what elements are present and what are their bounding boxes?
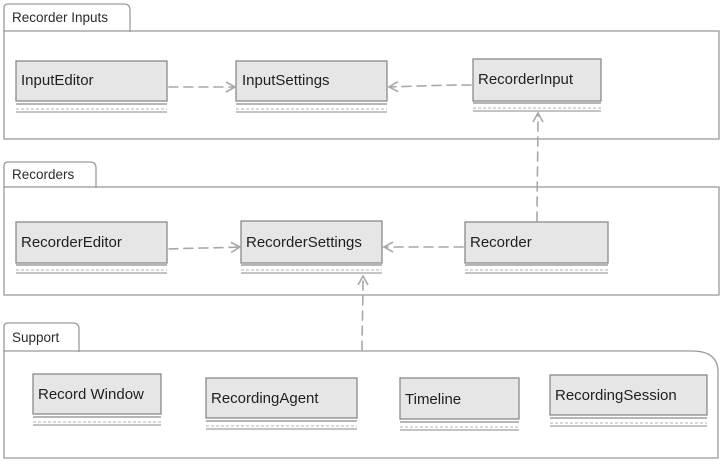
- class-label: RecorderSettings: [246, 234, 362, 251]
- package-frame: [3, 350, 719, 459]
- package-tab: [3, 322, 80, 352]
- dependency-arrow-support-recordersettings: [357, 274, 369, 351]
- class-recorder-editor[interactable]: RecorderEditor: [15, 221, 168, 274]
- package-support: Support: [3, 322, 719, 459]
- package-tab: [3, 161, 97, 188]
- package-frame: [3, 30, 720, 140]
- package-tab: [3, 3, 131, 32]
- class-label: InputEditor: [21, 72, 94, 89]
- class-label: Timeline: [405, 391, 461, 408]
- class-label: Recorder: [470, 234, 532, 251]
- class-recorder-settings[interactable]: RecorderSettings: [240, 220, 383, 274]
- package-frame: [3, 186, 720, 296]
- class-input-settings[interactable]: InputSettings: [235, 60, 388, 113]
- class-recording-agent[interactable]: RecordingAgent: [205, 377, 358, 430]
- package-label: Recorders: [12, 167, 75, 182]
- class-label: RecordingAgent: [211, 390, 319, 407]
- class-input-editor[interactable]: InputEditor: [15, 60, 168, 113]
- class-record-window[interactable]: Record Window: [32, 373, 162, 426]
- class-label: Record Window: [38, 386, 144, 403]
- package-label: Recorder Inputs: [12, 10, 108, 25]
- class-label: InputSettings: [242, 72, 330, 89]
- class-timeline[interactable]: Timeline: [399, 377, 520, 431]
- class-label: RecorderInput: [478, 71, 574, 88]
- package-recorders: Recorders: [3, 161, 720, 296]
- class-recorder-input[interactable]: RecorderInput: [472, 58, 602, 112]
- package-recorder-inputs: Recorder Inputs: [3, 3, 720, 140]
- class-label: RecordingSession: [555, 387, 677, 404]
- class-recorder[interactable]: Recorder: [464, 221, 609, 274]
- dependency-arrow-recorder-recorderinput: [532, 111, 544, 222]
- package-label: Support: [12, 330, 60, 345]
- class-recording-session[interactable]: RecordingSession: [549, 374, 708, 427]
- dependency-arrow-recorderinput-inputsettings: [387, 81, 472, 93]
- dependency-arrow-recordereditor-recordersettings: [168, 241, 242, 254]
- class-label: RecorderEditor: [21, 234, 122, 251]
